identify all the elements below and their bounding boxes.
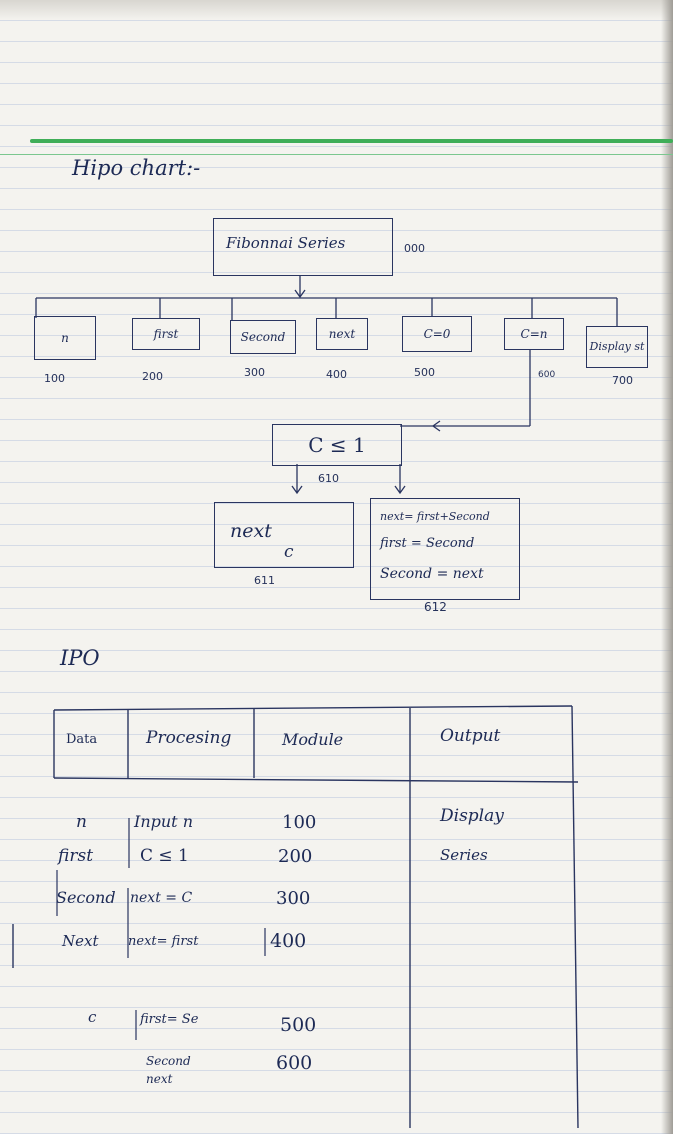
ipo-row-2-data: first (58, 846, 94, 866)
ipo-row-2-output: Series (440, 846, 488, 864)
hipo-leaf-left-code: 611 (254, 574, 275, 587)
hipo-module-c-n: C=n (504, 318, 564, 350)
hipo-module-n-code: 100 (44, 372, 65, 385)
ipo-row-2-processing: C ≤ 1 (140, 846, 189, 866)
ipo-row-1-module: 100 (282, 812, 317, 833)
hipo-leaf-right-line1: next= first+Second (380, 510, 490, 523)
ipo-header-data: Data (66, 732, 98, 747)
ipo-row-1-data: n (76, 812, 87, 832)
hipo-module-first: first (132, 318, 200, 350)
ipo-row-5-data: c (88, 1008, 97, 1026)
page-right-shadow (661, 0, 673, 1134)
ipo-row-2-module: 200 (278, 846, 313, 867)
hipo-module-c-n-code: 600 (538, 370, 556, 380)
hipo-module-first-code: 200 (142, 370, 163, 383)
hipo-root-box (213, 218, 393, 276)
ipo-row-5-processing: first= Se (140, 1012, 199, 1027)
hipo-module-c-zero: C=0 (402, 316, 472, 352)
ipo-row-1-processing: Input n (134, 812, 193, 831)
hipo-module-display-code: 700 (612, 374, 633, 387)
hipo-module-next-code: 400 (326, 368, 347, 381)
page-header-rule (30, 139, 673, 143)
hipo-module-next: next (316, 318, 368, 350)
hipo-loop-code: 610 (318, 472, 339, 485)
ipo-row-4-processing: next= first (128, 934, 199, 949)
ipo-row-3-processing: next = C (130, 890, 193, 906)
hipo-leaf-left-label: next (230, 520, 272, 542)
hipo-leaf-left-box (214, 502, 354, 568)
page-header-rule-thin (0, 154, 673, 155)
hipo-leaf-left-sub: c (284, 542, 294, 562)
hipo-root-label: Fibonnai Series (226, 234, 346, 252)
hipo-module-second-code: 300 (244, 366, 265, 379)
ipo-header-output: Output (440, 726, 501, 746)
ipo-row-6-module: 600 (276, 1052, 313, 1074)
hipo-leaf-right-box (370, 498, 520, 600)
hipo-module-second: Second (230, 320, 296, 354)
ipo-heading: IPO (60, 646, 100, 670)
hipo-leaf-right-line2: first = Second (380, 536, 475, 551)
ipo-row-3-data: Second (56, 888, 116, 907)
ipo-row-1-output: Display (440, 806, 504, 826)
hipo-root-code: 000 (404, 242, 425, 255)
page-top-shadow (0, 0, 673, 20)
ipo-row-5-module: 500 (280, 1014, 317, 1036)
hipo-module-c-zero-code: 500 (414, 366, 435, 379)
hipo-module-display: Display st (586, 326, 648, 368)
hipo-module-n: n (34, 316, 96, 360)
ipo-header-module: Module (282, 730, 344, 749)
hipo-loop-box: C ≤ 1 (272, 424, 402, 466)
hipo-heading: Hipo chart:- (72, 156, 201, 180)
ipo-row-4-module: 400 (270, 930, 307, 952)
ipo-row-6-processing: Second next (146, 1054, 191, 1086)
ipo-row-4-data: Next (62, 932, 99, 950)
ipo-header-processing: Procesing (146, 728, 232, 748)
ipo-row-3-module: 300 (276, 888, 311, 909)
hipo-leaf-right-line3: Second = next (380, 566, 484, 582)
hipo-leaf-right-code: 612 (424, 600, 447, 614)
